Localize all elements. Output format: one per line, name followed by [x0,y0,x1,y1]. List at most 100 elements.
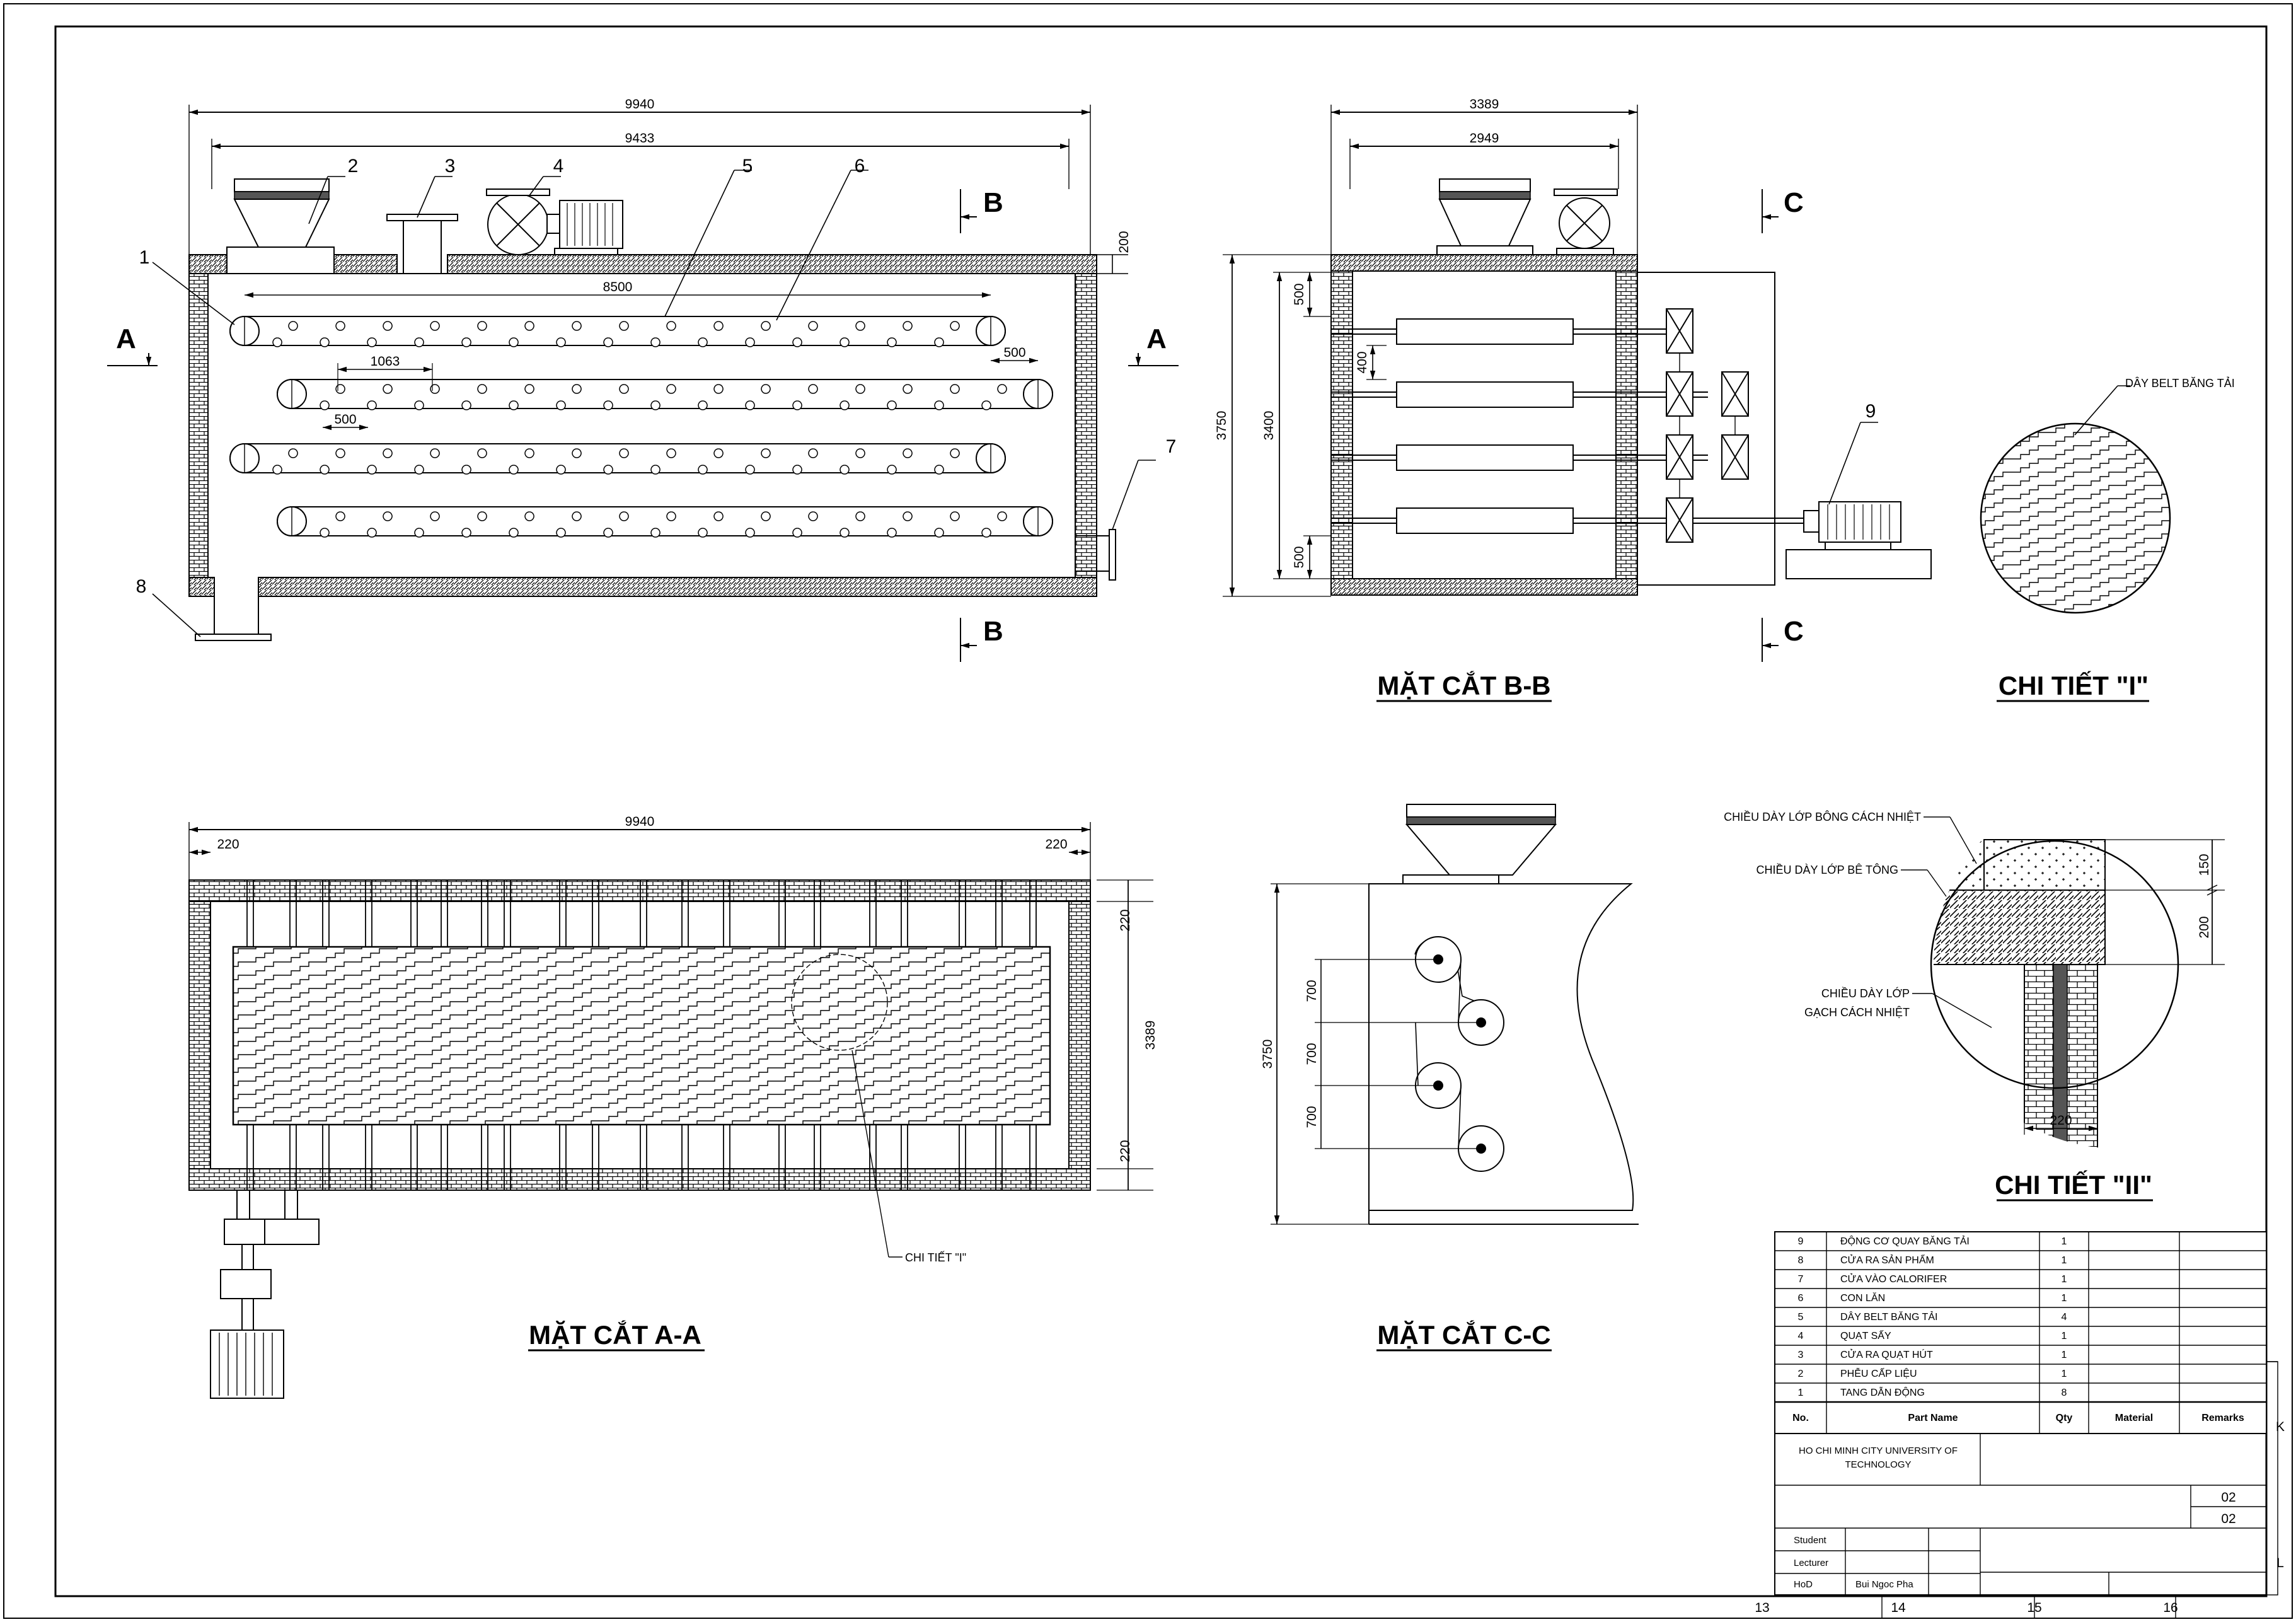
dim-cc-gap-3: 700 [1305,1106,1319,1128]
row-8-name: CỬA RA SẢN PHẨM [1840,1254,1934,1266]
row-4-name: QUẠT SẤY [1840,1329,1891,1341]
sheet-number-2: 02 [2221,1512,2235,1526]
dim-offset-left: 500 [334,412,356,427]
row-4-qty: 1 [2062,1331,2067,1341]
row-9-no: 9 [1798,1236,1804,1247]
section-mark-a-left: A [116,323,136,354]
label-insulation: CHIỀU DÀY LỚP BÔNG CÁCH NHIỆT [1724,810,1921,823]
grid-references: 13 14 15 16 K L [1755,1420,2285,1618]
row-6-qty: 1 [2062,1293,2067,1304]
section-mark-b-top: B [983,187,1003,218]
frame-border [54,25,2268,1597]
row-7-name: CỬA VÀO CALORIFER [1840,1273,1947,1285]
conveyor-belts [229,316,1053,538]
row-2-no: 2 [1798,1369,1804,1379]
callout-6: 6 [855,156,865,177]
detail-i-view: DÂY BELT BĂNG TẢI CHI TIẾT "I" [1980,376,2235,702]
detail-ii-title: CHI TIẾT "II" [1995,1170,2152,1200]
dim-offset-right: 500 [1003,345,1025,360]
dim-aa-top-wall: 220 [1118,909,1133,931]
belt-plan [232,946,1051,1126]
grid-col-14: 14 [1891,1601,1906,1615]
detail-i-title: CHI TIẾT "I" [1999,671,2149,700]
parts-list-table: 9 ĐỘNG CƠ QUAY BĂNG TẢI 1 8 CỬA RA SẢN P… [1774,1231,2278,1596]
dim-top-wall: 200 [1117,231,1131,253]
section-mark-a-right: A [1146,323,1167,354]
header-part-name: Part Name [1908,1413,1958,1423]
right-brick-wall [1075,273,1097,578]
outer-border [3,3,2293,1619]
dim-bb-inner: 2949 [1470,131,1499,146]
grid-row-k: K [2276,1420,2285,1434]
header-remarks: Remarks [2201,1413,2244,1423]
grid-row-l: L [2276,1556,2284,1570]
row-3-no: 3 [1798,1350,1804,1360]
detail-i-reference: CHI TIẾT "I" [905,1251,966,1264]
university-line-2: TECHNOLOGY [1845,1459,1911,1470]
hod-name: Bui Ngoc Pha [1855,1579,1913,1590]
row-6-name: CON LĂN [1840,1292,1885,1304]
grid-col-16: 16 [2163,1601,2178,1615]
dim-brick: 220 [2050,1113,2072,1128]
dim-cc-height: 3750 [1260,1040,1275,1069]
belt-drive-motor [1785,501,1932,579]
university-line-1: HO CHI MINH CITY UNIVERSITY OF [1799,1445,1958,1456]
front-elevation-view: 9940 9433 200 [107,97,1179,662]
callout-5: 5 [742,156,753,177]
drive-assembly [210,1190,320,1399]
header-qty: Qty [2056,1413,2073,1423]
row-2-name: PHỄU CẤP LIỆU [1840,1367,1917,1379]
section-cc-title: MẶT CẮT C-C [1377,1319,1550,1350]
row-7-no: 7 [1798,1274,1804,1285]
row-3-name: CỬA RA QUẠT HÚT [1840,1348,1933,1360]
section-mark-b-bottom: B [983,616,1003,647]
drying-fan [486,188,623,255]
dim-aa-right-wall: 220 [1045,837,1067,852]
row-1-qty: 8 [2062,1387,2067,1398]
header-material: Material [2115,1413,2153,1423]
row-5-name: DÂY BELT BĂNG TẢI [1840,1311,1937,1323]
dim-aa-left-wall: 220 [217,837,239,852]
section-bb-view: 3389 2949 [1214,97,1932,702]
dim-aa-bottom-wall: 220 [1118,1140,1133,1162]
exhaust-outlet [386,214,458,274]
callout-9: 9 [1866,401,1876,422]
dim-roller-pitch: 1063 [371,354,400,369]
callout-3: 3 [445,156,456,177]
calorifer-inlet [1109,529,1116,581]
dim-bb-height-outer: 3750 [1214,411,1229,441]
row-7-qty: 1 [2062,1274,2067,1285]
sheet-number-1: 02 [2221,1490,2235,1505]
row-4-no: 4 [1798,1331,1804,1341]
dim-inner-length: 9433 [625,131,655,146]
callout-2: 2 [348,156,359,177]
dim-bb-spacing: 400 [1355,351,1370,373]
student-label: Student [1794,1535,1827,1546]
section-mark-c-bottom: C [1784,616,1804,647]
roller-shafts [1331,318,1815,534]
row-5-qty: 4 [2062,1312,2067,1323]
dim-bb-bottom-gap: 500 [1292,546,1307,568]
row-2-qty: 1 [2062,1369,2067,1379]
row-1-name: TANG DẪN ĐỘNG [1840,1386,1925,1398]
grid-col-15: 15 [2027,1601,2041,1615]
lecturer-label: Lecturer [1794,1558,1828,1568]
row-5-no: 5 [1798,1312,1804,1323]
dim-cc-gap-2: 700 [1305,1043,1319,1065]
dim-aa-length: 9940 [625,814,655,829]
section-cc-view: 3750 700 700 700 MẶT CẮT C-C [1260,804,1639,1352]
dim-overall-length: 9940 [625,97,655,112]
feed-hopper [226,178,335,274]
left-brick-wall [188,273,209,578]
dim-insulation: 150 [2197,854,2212,876]
callout-8: 8 [136,576,147,597]
detail-i-belt-label: DÂY BELT BĂNG TẢI [2125,376,2235,390]
section-mark-c-top: C [1784,187,1804,218]
hod-label: HoD [1794,1579,1813,1590]
dim-belt-length: 8500 [603,280,633,294]
label-brick-line-2: GẠCH CÁCH NHIỆT [1804,1006,1910,1019]
section-aa-title: MẶT CẮT A-A [529,1319,701,1350]
dim-concrete: 200 [2197,916,2212,938]
section-bb-title: MẶT CẮT B-B [1377,670,1550,700]
